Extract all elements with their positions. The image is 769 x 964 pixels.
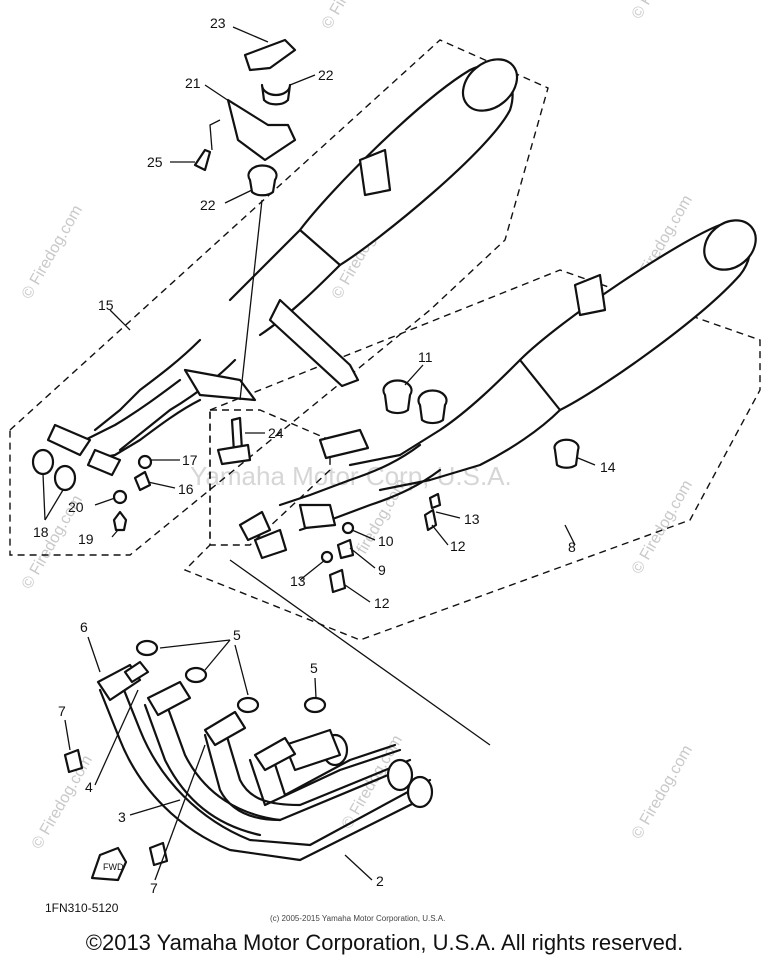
watermarks: © Firedog.com © Firedog.com © Firedog.co… — [19, 0, 696, 852]
callout-7-top: 7 — [58, 703, 66, 719]
callout-13-right: 13 — [464, 511, 480, 527]
callout-23: 23 — [210, 15, 226, 31]
group-box-24 — [209, 409, 331, 546]
fwd-arrow: FWD — [90, 846, 128, 882]
callout-22-top: 22 — [318, 67, 334, 83]
callout-12-right: 12 — [450, 538, 466, 554]
callout-6: 6 — [80, 619, 88, 635]
callout-8: 8 — [568, 539, 576, 555]
copyright-footer: ©2013 Yamaha Motor Corporation, U.S.A. A… — [85, 930, 684, 955]
callout-19: 19 — [78, 531, 94, 547]
muffler-right-assembly — [238, 219, 757, 560]
part-21 — [226, 98, 297, 162]
callout-14: 14 — [600, 459, 616, 475]
part-22-bottom — [247, 164, 278, 197]
flange-3 — [203, 710, 247, 747]
callout-17: 17 — [182, 452, 198, 468]
fwd-label: FWD — [103, 862, 124, 872]
callout-11: 11 — [418, 349, 433, 365]
callout-5-right: 5 — [310, 660, 318, 676]
callout-15: 15 — [98, 297, 114, 313]
part-14 — [553, 438, 580, 469]
small-copyright: (c) 2005-2015 Yamaha Motor Corporation, … — [270, 914, 445, 923]
callout-22-bottom: 22 — [200, 197, 216, 213]
callout-12-left: 12 — [374, 595, 390, 611]
callout-16: 16 — [178, 481, 194, 497]
small-hardware — [31, 416, 442, 594]
callout-24: 24 — [268, 425, 284, 441]
leader-lines — [42, 26, 596, 881]
watermark-top: © Firedog.com — [319, 0, 386, 32]
part-11 — [382, 379, 413, 415]
part-23 — [243, 38, 297, 72]
part-25 — [193, 148, 212, 172]
gaskets-and-nuts — [63, 639, 327, 867]
watermark-right-mid: © Firedog.com — [629, 477, 696, 577]
callout-25: 25 — [147, 154, 163, 170]
muffler-left-assembly — [46, 58, 519, 477]
callout-4: 4 — [85, 779, 93, 795]
callout-9: 9 — [378, 562, 386, 578]
group-box-2-line — [229, 559, 491, 746]
callout-20: 20 — [68, 499, 84, 515]
watermark-center: Yamaha Motor Corp, U.S.A. — [190, 461, 512, 491]
callout-13-left: 13 — [290, 573, 306, 589]
callout-10: 10 — [378, 533, 394, 549]
part-22-top — [260, 83, 292, 106]
callout-labels: 23 22 21 25 22 15 24 17 16 20 19 18 11 1… — [33, 15, 616, 896]
exhaust-headers — [96, 660, 434, 862]
callout-5-center: 5 — [233, 627, 241, 643]
watermark-right-top: © Firedog.com — [629, 0, 696, 22]
callout-21: 21 — [185, 75, 201, 91]
flange-4 — [253, 736, 297, 772]
watermark-left-top: © Firedog.com — [19, 202, 86, 302]
watermark-left-bottom: © Firedog.com — [29, 752, 96, 852]
callout-18: 18 — [33, 524, 49, 540]
flange-2 — [146, 680, 192, 717]
group-box-15 — [9, 39, 549, 556]
watermark-right-bottom: © Firedog.com — [629, 742, 696, 842]
mount-bracket-parts — [193, 38, 297, 401]
callout-3: 3 — [118, 809, 126, 825]
part-code: 1FN310-5120 — [45, 901, 119, 915]
callout-2: 2 — [376, 873, 384, 889]
callout-7-bottom: 7 — [150, 880, 158, 896]
